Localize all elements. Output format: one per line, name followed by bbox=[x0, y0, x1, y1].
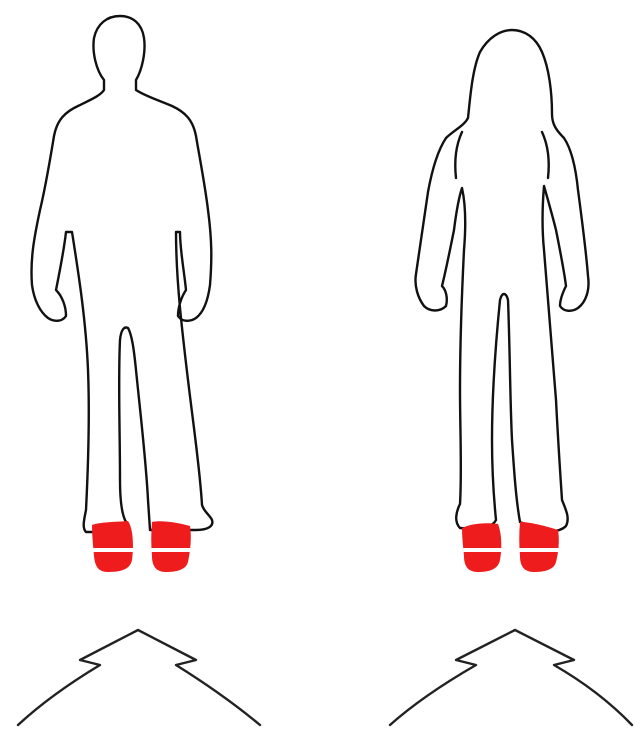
male-left-shoe-stripe bbox=[92, 548, 134, 552]
male-figure-icon bbox=[31, 16, 212, 572]
female-right-shoe-stripe bbox=[518, 548, 562, 552]
female-right-shoe-icon bbox=[518, 522, 562, 572]
female-hair-strand-right bbox=[542, 132, 549, 178]
male-right-shoe-stripe bbox=[150, 548, 192, 552]
left-arrow-outline bbox=[18, 630, 260, 725]
female-body bbox=[415, 30, 588, 531]
male-right-shoe-icon bbox=[150, 521, 192, 572]
female-hair-strand-left bbox=[455, 132, 462, 178]
male-left-shoe-shape bbox=[92, 521, 133, 572]
female-left-shoe-shape bbox=[462, 523, 501, 572]
male-right-shoe-shape bbox=[151, 521, 191, 572]
female-left-shoe-icon bbox=[460, 523, 502, 572]
left-arrow-up-icon bbox=[18, 630, 260, 725]
female-left-shoe-stripe bbox=[460, 548, 502, 552]
right-arrow-outline bbox=[390, 630, 632, 725]
right-arrow-up-icon bbox=[390, 630, 632, 725]
male-left-shoe-icon bbox=[92, 521, 134, 572]
female-right-shoe-shape bbox=[519, 522, 559, 572]
female-figure-icon bbox=[415, 30, 588, 572]
male-head bbox=[31, 16, 212, 532]
